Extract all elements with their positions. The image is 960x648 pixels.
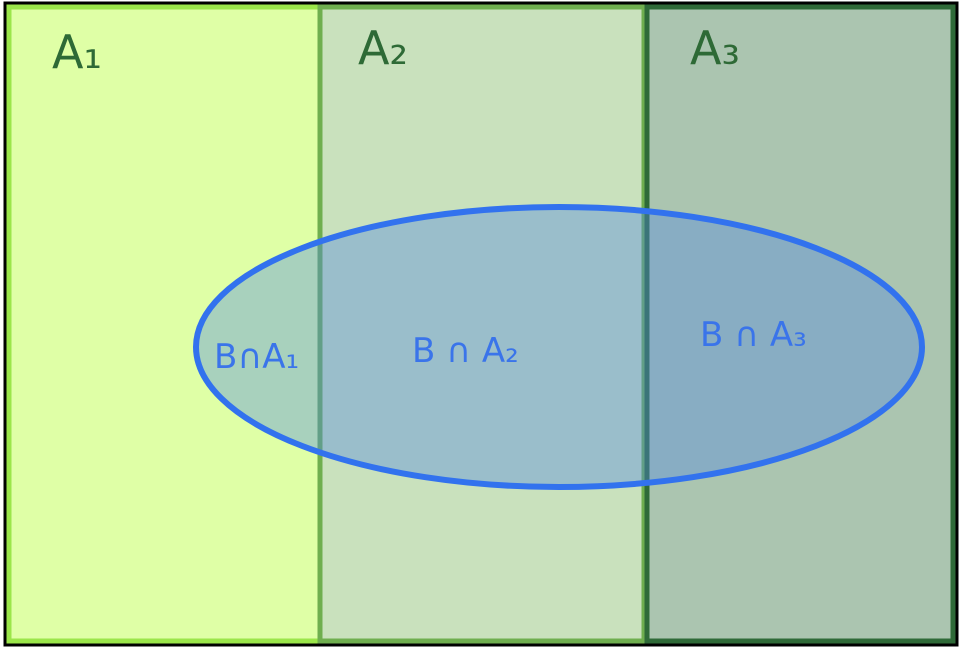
intersection-b-a2-label: B ∩ A₂ [412,331,519,371]
event-b-ellipse [193,204,925,490]
partition-a1-region [6,4,323,644]
intersection-b-a3-label: B ∩ A₃ [700,315,807,355]
partition-a3-label: A₃ [690,21,740,75]
partition-a3-region [644,4,956,644]
partition-a2-region [317,4,647,644]
intersection-b-a1-label: B∩A₁ [214,337,299,377]
partition-a2-label: A₂ [358,21,408,75]
partition-a1-label: A₁ [52,25,102,79]
